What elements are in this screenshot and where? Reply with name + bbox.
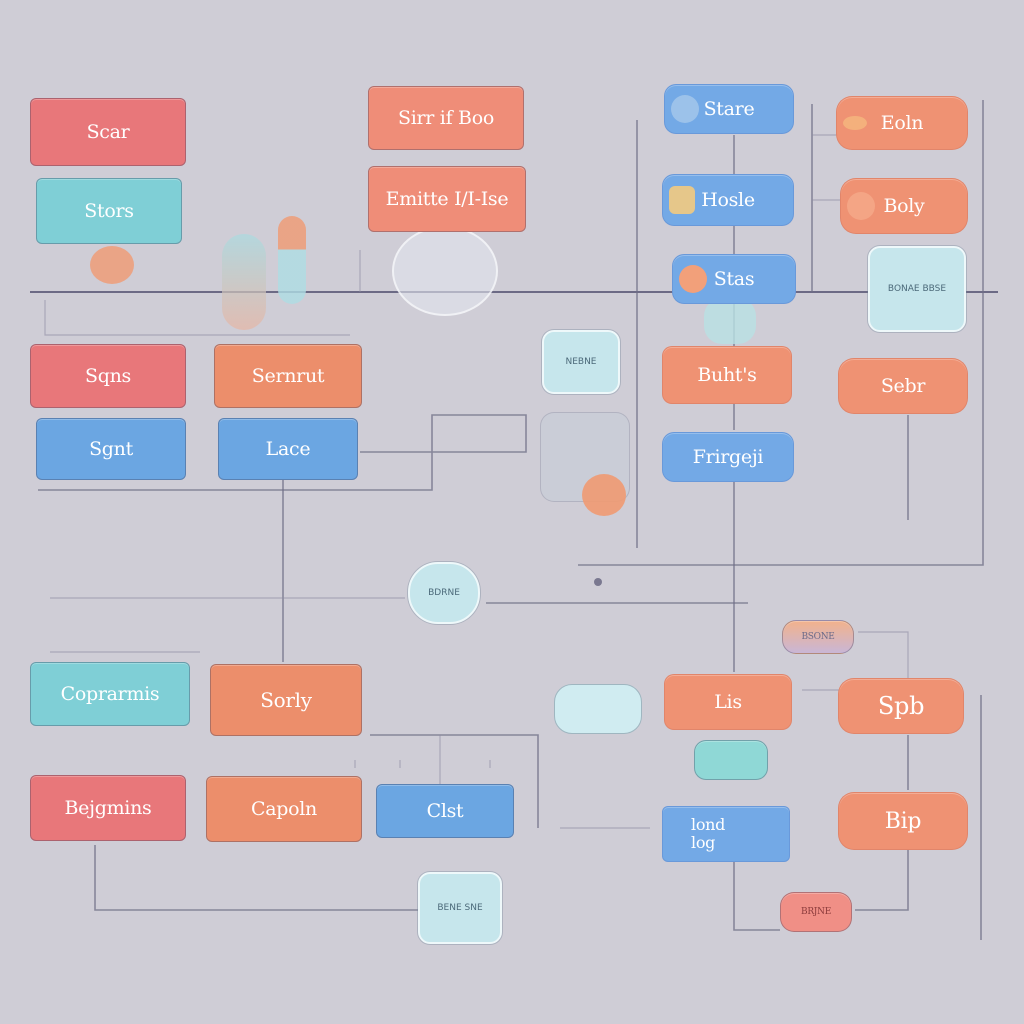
node-bip[interactable]: Bip [838,792,968,850]
hub-dot-icon [594,578,602,586]
teal-capsule-icon [222,234,266,330]
small-pill-bsone[interactable]: BSONE [782,620,854,654]
node-bejgmins[interactable]: Bejgmins [30,775,186,841]
node-label: Clst [426,800,464,822]
orange-capsule-icon [278,216,306,304]
left-bracket-line [44,300,350,336]
node-sgnt[interactable]: Sgnt [36,418,186,480]
node-label: Buht's [697,364,757,386]
node-sqns[interactable]: Sqns [30,344,186,408]
node-label: Eoln [880,112,924,134]
node-label: Bip [884,808,922,834]
node-eoln[interactable]: Eoln [836,96,968,150]
chip-label: BDRNE [428,588,460,598]
lond-to-pill-line [733,862,780,931]
node-label: Boly [883,195,925,217]
node-label: Sqns [85,365,131,387]
node-frirgeji[interactable]: Frirgeji [662,432,794,482]
node-sorly[interactable]: Sorly [210,664,362,736]
circle-icon [843,116,867,130]
node-label: Sebr [880,375,926,397]
node-label: Spb [877,692,925,720]
glass-pill-icon [554,684,642,734]
node-label: Coprarmis [60,683,160,705]
node-boly[interactable]: Boly [840,178,968,234]
node-label: Lace [265,438,311,460]
chip-label: BONAE BBSE [887,284,947,294]
node-emitte[interactable]: Emitte I/I-Ise [368,166,526,232]
orange-dot-icon [90,246,134,284]
node-label: Sgnt [89,438,133,460]
node-label: Emitte I/I-Ise [385,188,509,210]
node-lis[interactable]: Lis [664,674,792,730]
node-hosle[interactable]: Hosle [662,174,794,226]
node-lace[interactable]: Lace [218,418,358,480]
node-clst[interactable]: Clst [376,784,514,838]
orange-balloon-icon [582,474,626,516]
node-label: Stas [713,268,755,290]
node-lond-log[interactable]: lond log [662,806,790,862]
node-stas[interactable]: Stas [672,254,796,304]
node-label: Bejgmins [64,797,152,819]
node-capoln[interactable]: Capoln [206,776,362,842]
node-coprarmis[interactable]: Coprarmis [30,662,190,726]
teal-capsule-icon-2 [704,298,756,344]
node-label: Stors [84,200,134,222]
small-pill-teal[interactable] [694,740,768,780]
node-buhts[interactable]: Buht's [662,346,792,404]
node-spb[interactable]: Spb [838,678,964,734]
circle-icon [671,95,699,123]
bottom-left-connector [94,845,418,911]
node-label: lond log [691,815,726,852]
node-label: Sirr if Boo [398,107,494,129]
node-label: Hosle [701,189,755,211]
node-scar[interactable]: Scar [30,98,186,166]
gauge-chip-icon: BONAE BBSE [868,246,966,332]
node-label: Stare [703,98,755,120]
gauge-chip-icon: NEBNE [542,330,620,394]
node-label: Scar [86,121,130,143]
node-label: BSONE [801,632,835,642]
node-sernrut[interactable]: Sernrut [214,344,362,408]
circle-icon [847,192,875,220]
circle-icon [669,186,695,214]
small-pill-brjne[interactable]: BRJNE [780,892,852,932]
chip-label: NEBNE [565,357,597,367]
node-label: Sorly [260,688,312,712]
node-sebr[interactable]: Sebr [838,358,968,414]
gauge-chip-icon: BENE SNE [418,872,502,944]
node-label: BRJNE [801,907,831,917]
node-label: Lis [714,691,742,713]
node-label: Capoln [251,798,317,820]
node-label: Sernrut [251,365,325,387]
right-outer-bracket [578,100,984,566]
bip-to-pill-line [855,850,909,911]
node-label: Frirgeji [692,446,764,468]
gauge-chip-icon: BDRNE [408,562,480,624]
node-stors[interactable]: Stors [36,178,182,244]
chip-label: BENE SNE [437,903,483,913]
small-pill-connector [858,631,909,680]
node-sirr-if-boo[interactable]: Sirr if Boo [368,86,524,150]
circle-icon [679,265,707,293]
glass-circle-icon [392,226,498,316]
node-stare[interactable]: Stare [664,84,794,134]
